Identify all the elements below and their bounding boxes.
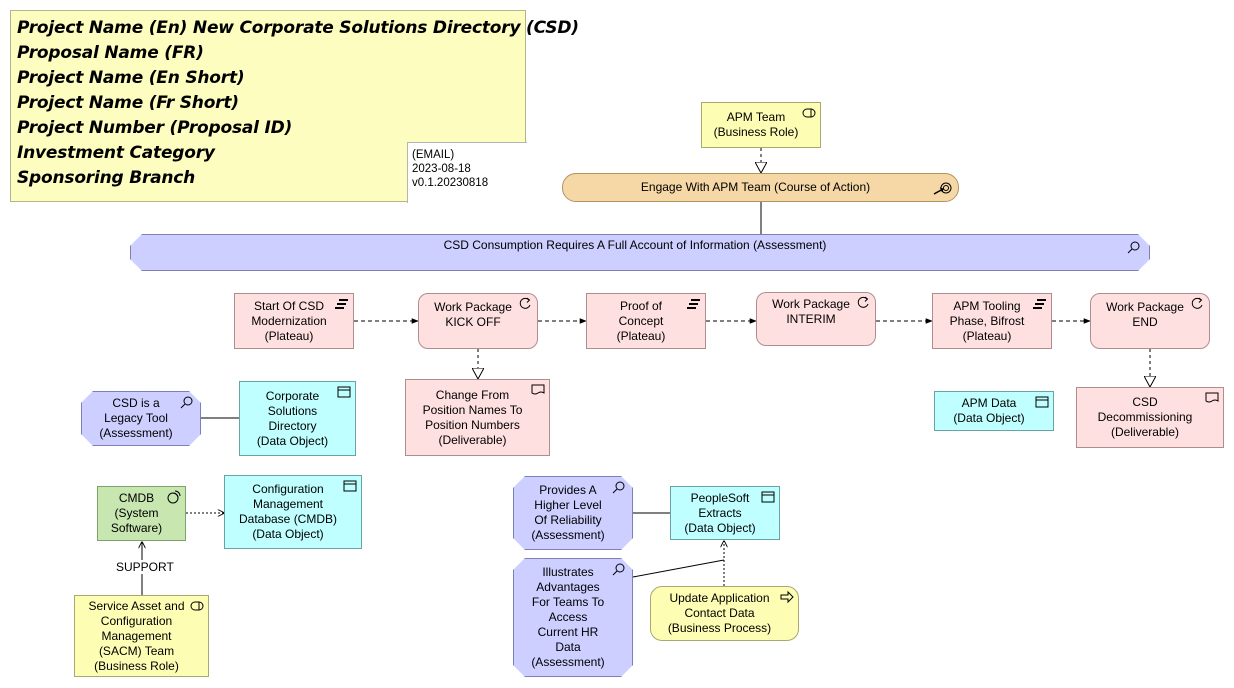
node-sacm-team[interactable]: Service Asset and Configuration Manageme…	[74, 595, 209, 677]
node-wp-end[interactable]: Work Package END	[1090, 293, 1210, 349]
node-proof-of-concept[interactable]: Proof of Concept (Plateau)	[586, 293, 706, 349]
node-apm-tooling[interactable]: APM Tooling Phase, Bifrost (Plateau)	[932, 293, 1052, 349]
data-object-icon	[337, 386, 351, 398]
title-project-name-en: Project Name (En) New Corporate Solution…	[17, 18, 579, 38]
data-object-icon	[1035, 396, 1049, 408]
node-label: Configuration Management Database (CMDB)…	[238, 482, 338, 541]
magnifier-icon	[1127, 240, 1141, 254]
node-wp-interim[interactable]: Work Package INTERIM	[756, 292, 876, 346]
system-software-icon	[167, 490, 181, 504]
node-peoplesoft-extracts[interactable]: PeopleSoft Extracts (Data Object)	[670, 486, 780, 540]
node-cmdb-system-software[interactable]: CMDB (System Software)	[97, 486, 186, 541]
node-apm-data[interactable]: APM Data (Data Object)	[934, 391, 1054, 431]
node-label: Change From Position Names To Position N…	[422, 387, 523, 447]
course-of-action-icon	[933, 182, 952, 195]
meta-box: (EMAIL) 2023-08-18 v0.1.20230818	[407, 142, 527, 203]
node-csd-decommissioning[interactable]: CSD Decommissioning (Deliverable)	[1076, 387, 1224, 448]
node-engage-apm-team[interactable]: Engage With APM Team (Course of Action)	[562, 173, 959, 202]
node-update-application-contact[interactable]: Update Application Contact Data (Busines…	[650, 586, 799, 641]
node-label: Work Package END	[1106, 300, 1184, 329]
node-label: APM Team (Business Role)	[713, 110, 799, 139]
title-project-number: Project Number (Proposal ID)	[17, 118, 293, 138]
title-project-name-en-short: Project Name (En Short)	[17, 68, 245, 88]
title-investment-category: Investment Category	[17, 143, 215, 163]
meta-email: (EMAIL)	[412, 149, 455, 161]
node-change-from[interactable]: Change From Position Names To Position N…	[405, 379, 550, 456]
title-proposal-name-fr: Proposal Name (FR)	[17, 43, 204, 63]
plateau-icon	[687, 299, 700, 309]
business-role-icon	[802, 108, 816, 118]
node-label: CMDB (System Software)	[110, 491, 163, 535]
node-cmdb-database[interactable]: Configuration Management Database (CMDB)…	[224, 475, 362, 549]
title-project-name-fr-short: Project Name (Fr Short)	[17, 93, 239, 113]
node-label: Proof of Concept (Plateau)	[616, 298, 666, 343]
work-package-icon	[519, 297, 531, 309]
node-label: Service Asset and Configuration Manageme…	[88, 598, 185, 673]
data-object-icon	[343, 480, 357, 492]
title-block: Project Name (En) New Corporate Solution…	[10, 10, 579, 203]
node-provides-reliability[interactable]: Provides A Higher Level Of Reliability (…	[513, 476, 633, 550]
work-package-icon	[857, 296, 869, 308]
work-package-icon	[1191, 297, 1203, 309]
meta-date: 2023-08-18	[412, 163, 471, 175]
plateau-icon	[1033, 299, 1046, 309]
node-label: APM Tooling Phase, Bifrost (Plateau)	[949, 298, 1025, 343]
business-process-icon	[780, 590, 794, 604]
node-label: APM Data (Data Object)	[953, 396, 1025, 425]
node-label: Corporate Solutions Directory (Data Obje…	[256, 388, 329, 448]
deliverable-icon	[531, 384, 545, 395]
magnifier-icon	[612, 562, 626, 576]
node-start-csd[interactable]: Start Of CSD Modernization (Plateau)	[234, 293, 354, 349]
node-csd-consumption[interactable]: CSD Consumption Requires A Full Account …	[130, 234, 1150, 271]
node-label: Engage With APM Team (Course of Action)	[640, 180, 871, 194]
node-csd-legacy-tool[interactable]: CSD is a Legacy Tool (Assessment)	[81, 391, 201, 446]
node-label: CSD Consumption Requires A Full Account …	[443, 238, 827, 252]
node-label: Update Application Contact Data (Busines…	[667, 591, 772, 635]
node-label: PeopleSoft Extracts (Data Object)	[684, 490, 756, 535]
data-object-icon	[761, 491, 775, 503]
node-label: Illustrates Advantages For Teams To Acce…	[531, 565, 605, 669]
edge-illustrates-peoplesoft	[632, 559, 725, 578]
node-illustrates-advantages[interactable]: Illustrates Advantages For Teams To Acce…	[513, 558, 633, 677]
plateau-icon	[335, 299, 348, 309]
business-role-icon	[190, 601, 204, 611]
node-apm-team[interactable]: APM Team (Business Role)	[701, 102, 821, 148]
node-corporate-solutions-directory[interactable]: Corporate Solutions Directory (Data Obje…	[239, 381, 356, 456]
magnifier-icon	[180, 395, 194, 409]
edge-label-support: SUPPORT	[114, 560, 176, 574]
magnifier-icon	[612, 480, 626, 494]
node-label: Work Package KICK OFF	[434, 300, 512, 329]
node-wp-kickoff[interactable]: Work Package KICK OFF	[418, 293, 538, 349]
node-label: Work Package INTERIM	[772, 297, 850, 326]
node-label: Provides A Higher Level Of Reliability (…	[531, 483, 605, 542]
node-label: CSD is a Legacy Tool (Assessment)	[99, 396, 173, 440]
deliverable-icon	[1205, 392, 1219, 403]
node-label: Start Of CSD Modernization (Plateau)	[251, 298, 327, 343]
node-label: CSD Decommissioning (Deliverable)	[1097, 395, 1193, 439]
title-sponsoring-branch: Sponsoring Branch	[17, 168, 196, 188]
meta-version: v0.1.20230818	[412, 177, 489, 189]
